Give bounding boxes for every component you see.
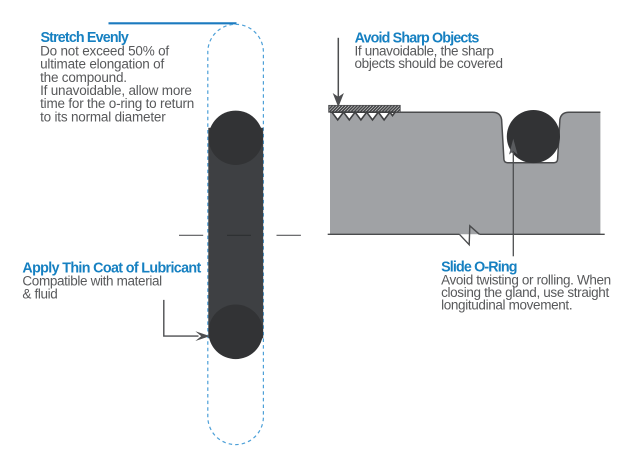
svg-text:If unavoidable, the sharp: If unavoidable, the sharp [355, 44, 494, 59]
svg-text:Avoid Sharp Objects: Avoid Sharp Objects [355, 31, 480, 47]
svg-text:Slide O-Ring: Slide O-Ring [441, 260, 517, 276]
svg-text:the compound.: the compound. [40, 70, 127, 85]
svg-text:Avoid twisting or rolling. Whe: Avoid twisting or rolling. When [441, 272, 611, 287]
svg-text:ultimate elongation of: ultimate elongation of [40, 57, 164, 72]
svg-text:& fluid: & fluid [22, 286, 57, 301]
svg-text:to its normal diameter: to its normal diameter [40, 109, 166, 124]
svg-text:objects should be covered: objects should be covered [355, 56, 503, 71]
svg-text:Do not exceed 50% of: Do not exceed 50% of [40, 43, 169, 58]
svg-text:longitudinal movement.: longitudinal movement. [441, 298, 572, 313]
svg-text:Stretch Evenly: Stretch Evenly [41, 30, 129, 46]
svg-text:time for the o-ring to return: time for the o-ring to return [40, 96, 194, 111]
svg-text:Apply Thin Coat of Lubricant: Apply Thin Coat of Lubricant [22, 261, 201, 277]
svg-text:closing the gland, use straigh: closing the gland, use straight [441, 285, 609, 300]
svg-text:Compatible with material: Compatible with material [22, 274, 162, 289]
svg-text:If unavoidable, allow more: If unavoidable, allow more [40, 83, 192, 98]
